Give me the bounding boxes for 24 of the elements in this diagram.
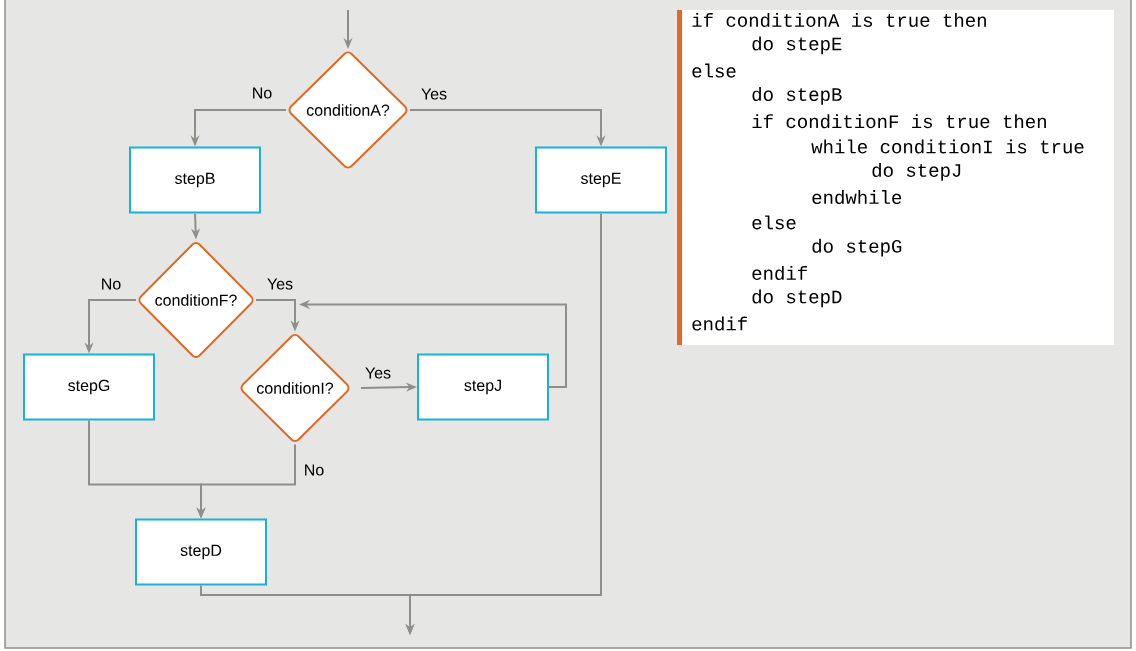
edge-label: No <box>250 86 274 100</box>
code-line: endif <box>752 266 807 280</box>
code-line: do stepE <box>752 36 842 55</box>
code-line: do stepJ <box>872 162 961 181</box>
code-line: if conditionF is true then <box>752 114 1046 129</box>
edge-label: No <box>302 463 326 477</box>
code-line: do stepB <box>752 87 842 105</box>
edge-label: No <box>99 277 123 291</box>
code-line: while conditionI is true <box>811 139 1084 154</box>
code-line: endwhile <box>812 190 902 205</box>
code-line: endif <box>692 316 747 331</box>
code-line: else <box>692 63 736 78</box>
process-box: stepB <box>129 146 261 214</box>
process-box: stepG <box>23 353 155 421</box>
edge-label: Yes <box>265 277 295 291</box>
process-box: stepJ <box>417 353 549 421</box>
code-line: do stepG <box>812 238 902 257</box>
edge-label: Yes <box>419 87 449 101</box>
code-line: do stepD <box>752 289 842 308</box>
process-box: stepD <box>135 518 267 586</box>
edge-label: Yes <box>363 366 393 380</box>
code-line: else <box>752 215 796 230</box>
process-box: stepE <box>535 146 667 214</box>
code-line: if conditionA is true then <box>692 13 986 27</box>
